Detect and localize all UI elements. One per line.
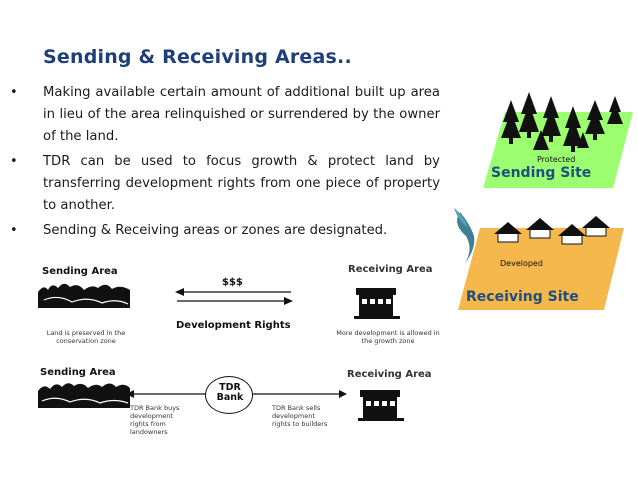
bank-right-arrow-icon (253, 390, 347, 398)
bullet-dot: • (10, 223, 18, 238)
rights-label: Development Rights (176, 320, 291, 331)
bullet-text: Sending & Receiving areas or zones are d… (43, 223, 388, 238)
bank-left-arrow-icon (126, 390, 206, 398)
receiving-site-label: Receiving Site (466, 289, 579, 305)
top-sending-landscape-icon (38, 283, 130, 308)
receiving-site-graphic: Developed Receiving Site (452, 206, 632, 320)
tdr-bank-label: TDR Bank (216, 382, 244, 403)
bullet-text: TDR can be used to focus growth & protec… (43, 154, 440, 213)
top-sending-label: Sending Area (42, 266, 118, 277)
bullet-dot: • (10, 85, 18, 100)
bottom-sending-landscape-icon (38, 383, 130, 408)
bullet-list: • Making available certain amount of add… (10, 82, 440, 245)
buys-caption: TDR Bank buys development rights from la… (130, 404, 180, 436)
sending-site-tag: Protected (537, 155, 576, 164)
bottom-receiving-label: Receiving Area (347, 369, 432, 380)
sells-caption: TDR Bank sells development rights to bui… (272, 404, 328, 428)
receiving-site-tag: Developed (500, 259, 543, 268)
houses-icon (454, 208, 624, 310)
top-receiving-caption: More development is allowed in the growt… (336, 329, 440, 345)
page-title: Sending & Receiving Areas.. (43, 46, 352, 68)
top-receiving-label: Receiving Area (348, 264, 433, 275)
sending-site-graphic: Protected Sending Site (483, 92, 633, 196)
bottom-sending-label: Sending Area (40, 367, 116, 378)
forest-icon (483, 92, 633, 188)
sending-site-label: Sending Site (491, 165, 592, 181)
top-receiving-building-icon (354, 288, 400, 319)
bullet-item: • Sending & Receiving areas or zones are… (10, 220, 440, 242)
tdr-bank-circle (205, 376, 253, 414)
money-label: $$$ (222, 277, 243, 288)
top-sending-caption: Land is preserved in the conservation zo… (46, 329, 126, 345)
bullet-text: Making available certain amount of addit… (43, 85, 440, 144)
bullet-item: • TDR can be used to focus growth & prot… (10, 151, 440, 217)
bottom-receiving-building-icon (358, 390, 404, 421)
top-arrows-icon (175, 288, 293, 305)
bullet-dot: • (10, 154, 18, 169)
bullet-item: • Making available certain amount of add… (10, 82, 440, 148)
